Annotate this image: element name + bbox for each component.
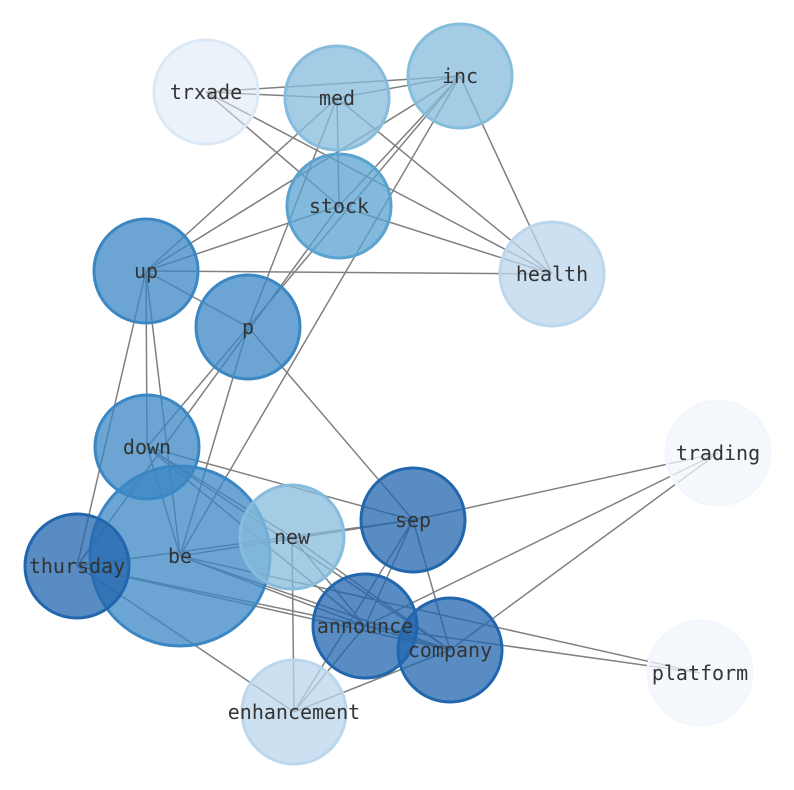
node-trading — [664, 399, 772, 507]
node-label-thursday: thursday — [29, 554, 125, 578]
node-label-new: new — [274, 525, 311, 549]
node-label-trading: trading — [676, 441, 760, 465]
node-med — [283, 44, 391, 152]
node-up — [92, 217, 200, 325]
node-inc — [406, 22, 514, 130]
node-circle-p — [194, 273, 302, 381]
node-label-stock: stock — [309, 194, 369, 218]
node-platform — [646, 619, 754, 727]
node-company — [396, 596, 504, 704]
node-stock — [285, 152, 393, 260]
node-circle-inc — [406, 22, 514, 130]
node-circle-trxade — [152, 38, 260, 146]
node-enhancement — [240, 658, 348, 766]
node-circle-thursday — [23, 512, 131, 620]
node-label-company: company — [408, 638, 492, 662]
node-label-med: med — [319, 86, 355, 110]
node-trxade — [152, 38, 260, 146]
edge-inc-down — [146, 75, 461, 448]
node-label-enhancement: enhancement — [228, 700, 360, 724]
node-circle-sep — [359, 466, 467, 574]
node-circle-enhancement — [240, 658, 348, 766]
edge-trading-announce — [364, 452, 719, 627]
node-circle-platform — [646, 619, 754, 727]
node-circle-new — [238, 483, 346, 591]
node-p — [194, 273, 302, 381]
node-layer: trxade med inc stock health up p down trading be n… — [23, 22, 772, 766]
edge-up-health — [145, 270, 553, 275]
node-label-p: p — [242, 315, 254, 339]
node-circle-company — [396, 596, 504, 704]
node-label-health: health — [516, 262, 588, 286]
edge-inc-be — [179, 75, 461, 557]
node-circle-health — [498, 220, 606, 328]
node-thursday — [23, 512, 131, 620]
node-label-inc: inc — [442, 64, 478, 88]
node-label-up: up — [134, 259, 158, 283]
node-sep — [359, 466, 467, 574]
node-label-sep: sep — [395, 508, 431, 532]
node-label-down: down — [123, 435, 171, 459]
node-health — [498, 220, 606, 328]
node-label-be: be — [168, 544, 192, 568]
node-new — [238, 483, 346, 591]
node-label-platform: platform — [652, 661, 748, 685]
edge-trading-company — [449, 452, 719, 651]
node-circle-up — [92, 217, 200, 325]
node-circle-med — [283, 44, 391, 152]
node-label-announce: announce — [317, 614, 413, 638]
node-label-trxade: trxade — [170, 80, 242, 104]
node-circle-trading — [664, 399, 772, 507]
node-circle-stock — [285, 152, 393, 260]
